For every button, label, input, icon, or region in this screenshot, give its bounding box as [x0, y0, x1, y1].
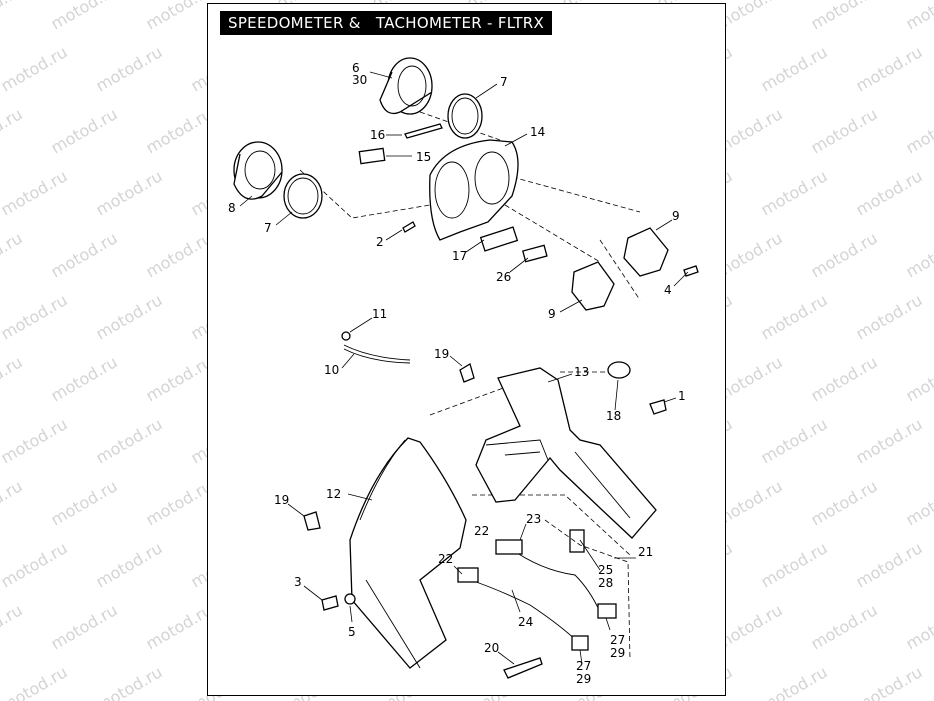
callout-1: 1: [678, 389, 686, 403]
callout-16: 16: [370, 128, 385, 142]
callout-23: 23: [526, 512, 541, 526]
gauge-housing: [429, 139, 519, 241]
part-17-connector: [479, 226, 519, 252]
callout-28: 28: [598, 576, 613, 590]
lower-cover: [475, 367, 657, 539]
callout-19-lower: 19: [274, 493, 289, 507]
callout-7-upper: 7: [500, 75, 508, 89]
callout-4: 4: [664, 283, 672, 297]
callout-14: 14: [530, 125, 545, 139]
inner-cover: [349, 437, 467, 669]
callout-10: 10: [324, 363, 339, 377]
part-19-clip-lower: [303, 511, 321, 531]
callout-13: 13: [574, 365, 589, 379]
part-16-rod: [404, 123, 443, 139]
gauge-seal-ring-upper: [447, 93, 483, 139]
callout-3: 3: [294, 575, 302, 589]
callout-9-upper: 9: [672, 209, 680, 223]
callout-7-lower: 7: [264, 221, 272, 235]
callout-22-upper: 22: [474, 524, 489, 538]
wiring-harness: [457, 529, 617, 651]
callout-17: 17: [452, 249, 467, 263]
callout-9-lower: 9: [548, 307, 556, 321]
callout-2: 2: [376, 235, 384, 249]
part-1-bolt: [649, 399, 667, 415]
callout-6: 6: [352, 61, 360, 75]
tachometer-gauge: [379, 57, 433, 115]
part-2-spring: [402, 221, 416, 233]
diagram-title: SPEEDOMETER & TACHOMETER - FLTRX: [220, 11, 553, 35]
part-3-screw: [321, 595, 339, 611]
part-18-nut: [607, 361, 631, 379]
callout-15: 15: [416, 150, 431, 164]
callout-24: 24: [518, 615, 533, 629]
part-15-connector: [358, 147, 386, 165]
callout-20: 20: [484, 641, 499, 655]
callout-25: 25: [598, 563, 613, 577]
part-10-cable: [341, 331, 411, 364]
callout-27-bottom: 27: [576, 659, 591, 673]
callout-19-upper: 19: [434, 347, 449, 361]
leader-lines: [239, 71, 689, 665]
harness-bracket-dashes: [544, 519, 631, 661]
part-4-screw: [683, 265, 699, 277]
mounting-bracket-lower: [571, 261, 615, 311]
callout-18: 18: [606, 409, 621, 423]
callout-21: 21: [638, 545, 653, 559]
part-20-clip: [503, 657, 543, 679]
callout-29-right: 29: [610, 646, 625, 660]
mounting-bracket-upper: [623, 227, 669, 277]
callout-11: 11: [372, 307, 387, 321]
part-26-plug: [522, 244, 548, 263]
gauge-seal-ring-lower: [283, 173, 323, 219]
callout-8: 8: [228, 201, 236, 215]
callout-labels: 6 30 7 16 14 15 8 7 2 17 26 9 4 9 11 10 …: [228, 61, 686, 686]
speedometer-gauge: [233, 141, 283, 200]
callout-29-bottom: 29: [576, 672, 591, 686]
part-5-washer: [344, 593, 356, 605]
callout-30: 30: [352, 73, 367, 87]
part-19-clip-upper: [459, 363, 475, 383]
callout-27-right: 27: [610, 633, 625, 647]
callout-5: 5: [348, 625, 356, 639]
callout-26: 26: [496, 270, 511, 284]
callout-12: 12: [326, 487, 341, 501]
callout-22-lower: 22: [438, 552, 453, 566]
